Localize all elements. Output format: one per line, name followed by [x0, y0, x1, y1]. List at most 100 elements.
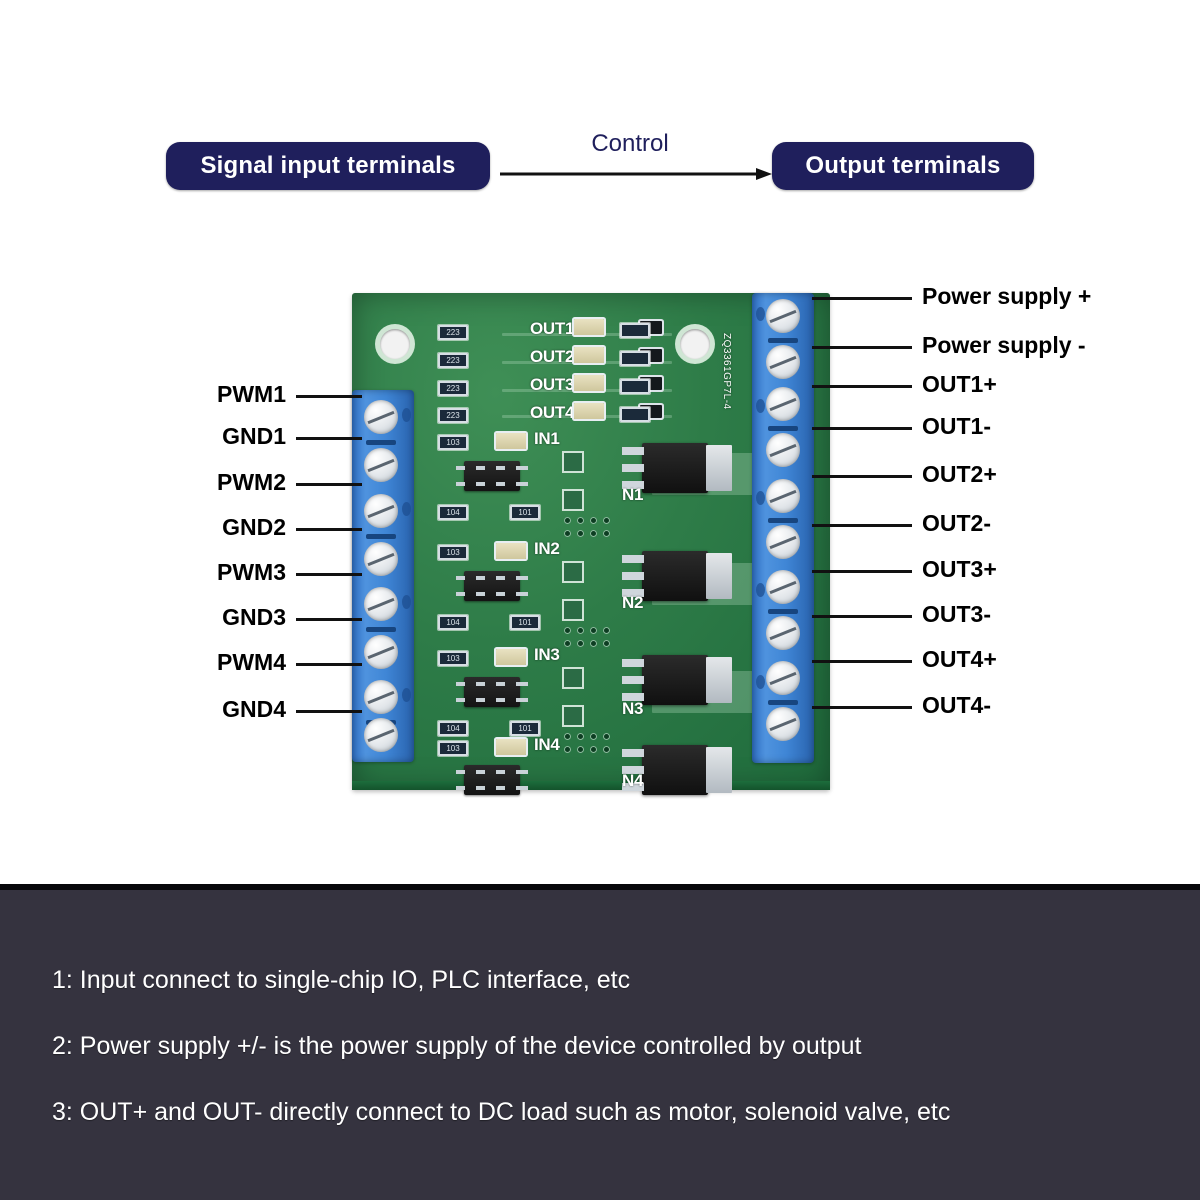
mosfet-1: [622, 443, 732, 493]
silkscreen-in4: IN4: [534, 735, 560, 754]
mosfet-heat-tab: [706, 657, 732, 703]
resistor-101: 101: [510, 721, 540, 736]
signal-input-terminals-badge: Signal input terminals: [166, 142, 490, 190]
label-out3-minus: OUT3-: [922, 601, 991, 627]
terminal-screw-gnd2[interactable]: [364, 542, 398, 576]
terminal-nub: [402, 408, 411, 422]
terminal-screw-out4-plus[interactable]: [766, 661, 800, 695]
smd-resistor: [620, 379, 650, 394]
terminal-slot: [768, 609, 798, 614]
label-out2-minus: OUT2-: [922, 510, 991, 536]
resistor-101: 101: [510, 505, 540, 520]
leader-line-power-minus: [812, 346, 912, 349]
silkscreen-in2: IN2: [534, 539, 560, 558]
channel-led-in4: [496, 739, 526, 755]
leader-line-out1-minus: [812, 427, 912, 430]
control-label: Control: [591, 130, 669, 157]
optocoupler-ic-2: [456, 571, 528, 601]
terminal-screw-power-minus[interactable]: [766, 345, 800, 379]
leader-line-gnd1: [296, 437, 362, 440]
terminal-screw-out3-minus[interactable]: [766, 616, 800, 650]
label-pwm3: PWM3: [217, 559, 286, 585]
terminal-screw-gnd4[interactable]: [364, 718, 398, 752]
smd-resistor: [620, 407, 650, 422]
resistor-104: 104: [438, 615, 468, 630]
mounting-hole-top-right: [680, 329, 710, 359]
leader-line-gnd4: [296, 710, 362, 713]
label-gnd3: GND3: [222, 604, 286, 630]
mosfet-3: [622, 655, 732, 705]
smd-resistor: [620, 323, 650, 338]
resistor-223: 223: [438, 408, 468, 423]
terminal-screw-pwm2[interactable]: [364, 494, 398, 528]
solder-pad: [562, 667, 584, 689]
leader-line-out3-minus: [812, 615, 912, 618]
leader-line-out4-minus: [812, 706, 912, 709]
note-item-1: 1: Input connect to single-chip IO, PLC …: [52, 966, 631, 994]
terminal-screw-pwm4[interactable]: [364, 680, 398, 714]
leader-line-out2-minus: [812, 524, 912, 527]
output-terminal-block[interactable]: [752, 293, 814, 763]
terminal-nub: [756, 583, 765, 597]
resistor-104: 104: [438, 721, 468, 736]
silkscreen-in3: IN3: [534, 645, 560, 664]
resistor-223: 223: [438, 381, 468, 396]
label-gnd1: GND1: [222, 423, 286, 449]
terminal-nub: [756, 491, 765, 505]
label-power-supply-minus: Power supply -: [922, 332, 1086, 358]
solder-pad: [562, 451, 584, 473]
solder-pad: [562, 599, 584, 621]
output-terminals-badge: Output terminals: [772, 142, 1034, 190]
control-arrow-icon: [500, 168, 772, 180]
optocoupler-ic-3: [456, 677, 528, 707]
terminal-nub: [756, 675, 765, 689]
silkscreen-n3: N3: [622, 699, 644, 718]
terminal-screw-out3-plus[interactable]: [766, 570, 800, 604]
label-power-supply-plus: Power supply +: [922, 283, 1092, 309]
leader-line-power-plus: [812, 297, 912, 300]
resistor-103: 103: [438, 435, 468, 450]
mosfet-heat-tab: [706, 747, 732, 793]
terminal-screw-out2-plus[interactable]: [766, 479, 800, 513]
mosfet-4: [622, 745, 732, 795]
terminal-nub: [756, 307, 765, 321]
leader-line-gnd2: [296, 528, 362, 531]
terminal-screw-gnd3[interactable]: [364, 635, 398, 669]
note-item-2: 2: Power supply +/- is the power supply …: [52, 1032, 862, 1060]
terminal-screw-out2-minus[interactable]: [766, 525, 800, 559]
leader-line-pwm1: [296, 395, 362, 398]
leader-line-out2-plus: [812, 475, 912, 478]
resistor-103: 103: [438, 741, 468, 756]
pcb-board-photo: 223 223 223 223 OUT1 OUT2 OUT3 OUT4 103 …: [352, 293, 830, 795]
terminal-slot: [366, 627, 396, 632]
channel-led-in2: [496, 543, 526, 559]
label-out4-plus: OUT4+: [922, 646, 997, 672]
silkscreen-out2: OUT2: [530, 347, 575, 366]
silkscreen-in1: IN1: [534, 429, 560, 448]
terminal-screw-out1-plus[interactable]: [766, 387, 800, 421]
via-pad-grid: [564, 627, 610, 647]
terminal-nub: [402, 595, 411, 609]
terminal-screw-pwm3[interactable]: [364, 587, 398, 621]
terminal-screw-pwm1[interactable]: [364, 400, 398, 434]
channel-led-in3: [496, 649, 526, 665]
silkscreen-part-number: ZQ3361GP7L-4: [721, 333, 732, 410]
optocoupler-ic-4: [456, 765, 528, 795]
terminal-screw-gnd1[interactable]: [364, 448, 398, 482]
leader-line-out1-plus: [812, 385, 912, 388]
input-terminal-block[interactable]: [352, 390, 414, 762]
pcb-bottom-edge: [352, 781, 830, 790]
terminal-screw-out1-minus[interactable]: [766, 433, 800, 467]
terminal-nub: [402, 688, 411, 702]
label-out3-plus: OUT3+: [922, 556, 997, 582]
status-led-out4: [574, 403, 604, 419]
terminal-slot: [366, 534, 396, 539]
leader-line-out4-plus: [812, 660, 912, 663]
terminal-screw-out4-minus[interactable]: [766, 707, 800, 741]
status-led-out3: [574, 375, 604, 391]
label-out1-minus: OUT1-: [922, 413, 991, 439]
terminal-screw-power-plus[interactable]: [766, 299, 800, 333]
silkscreen-n2: N2: [622, 593, 644, 612]
status-led-out2: [574, 347, 604, 363]
terminal-slot: [366, 440, 396, 445]
